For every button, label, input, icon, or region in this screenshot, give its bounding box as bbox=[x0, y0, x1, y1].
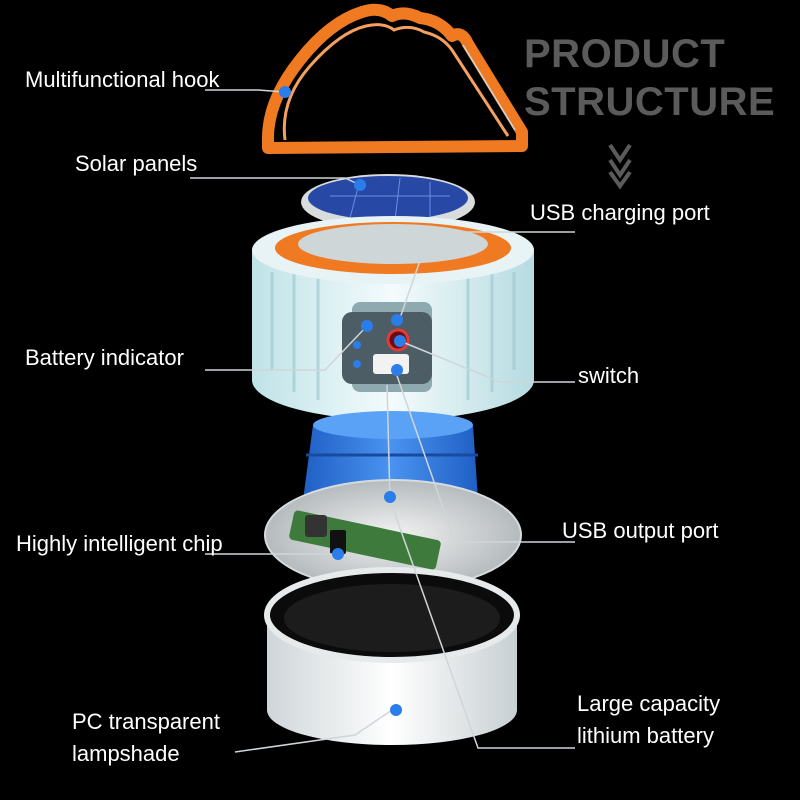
lantern-head-part bbox=[252, 216, 534, 420]
label-highly-intelligent-chip: Highly intelligent chip bbox=[16, 531, 223, 556]
label-large-capacity: Large capacity bbox=[577, 691, 721, 716]
label-solar-panels: Solar panels bbox=[75, 151, 198, 176]
heading-line-2: STRUCTURE bbox=[524, 80, 776, 124]
marker-battery-indicator bbox=[361, 320, 373, 332]
marker-usb-charging bbox=[391, 314, 403, 326]
heading-line-1: PRODUCT bbox=[524, 32, 726, 76]
marker-indicator-dot-3 bbox=[353, 360, 361, 368]
label-pc-transparent: PC transparent bbox=[72, 709, 220, 734]
marker-indicator-dot-2 bbox=[353, 341, 361, 349]
marker-lampshade bbox=[390, 704, 402, 716]
marker-hook bbox=[279, 86, 291, 98]
marker-chip bbox=[332, 548, 344, 560]
marker-battery bbox=[384, 491, 396, 503]
chevron-down-icon bbox=[608, 143, 632, 190]
label-switch: switch bbox=[578, 363, 640, 388]
label-battery-indicator: Battery indicator bbox=[25, 345, 184, 370]
marker-switch bbox=[394, 335, 406, 347]
solar-panel-part bbox=[301, 174, 475, 230]
circuit-disc-part bbox=[264, 479, 522, 591]
label-usb-output-port: USB output port bbox=[562, 518, 719, 543]
label-lithium-battery: lithium battery bbox=[577, 723, 714, 748]
hook-part bbox=[262, 3, 528, 154]
marker-usb-output bbox=[391, 364, 403, 376]
label-multifunctional-hook: Multifunctional hook bbox=[25, 67, 220, 92]
lampshade-part bbox=[264, 567, 520, 745]
label-usb-charging-port: USB charging port bbox=[530, 200, 710, 225]
product-structure-heading: PRODUCT STRUCTURE bbox=[524, 30, 775, 126]
marker-solar bbox=[354, 179, 366, 191]
callout-markers bbox=[279, 86, 406, 716]
label-lampshade: lampshade bbox=[72, 741, 180, 766]
